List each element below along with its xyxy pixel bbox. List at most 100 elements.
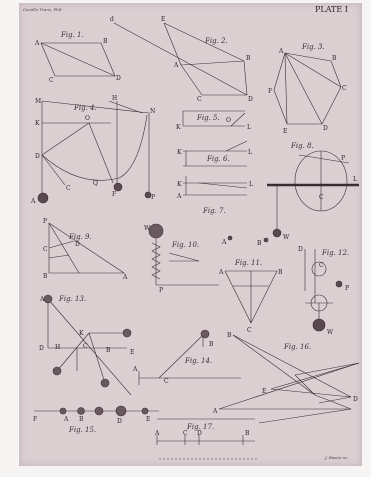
svg-text:E: E xyxy=(146,416,150,423)
svg-text:A: A xyxy=(173,62,179,69)
svg-text:B: B xyxy=(79,416,84,423)
figure-14-label: Fig. 14. xyxy=(184,357,212,365)
svg-text:P: P xyxy=(43,218,47,225)
svg-text:F: F xyxy=(268,88,272,95)
svg-text:F: F xyxy=(33,416,37,423)
svg-text:H: H xyxy=(55,344,60,351)
svg-text:C: C xyxy=(342,85,347,92)
figure-11: Fig. 11. A B C xyxy=(218,259,283,334)
svg-text:Q: Q xyxy=(93,180,98,187)
figure-13: Fig. 13. A K D H C B E xyxy=(39,294,134,396)
svg-text:F: F xyxy=(112,191,116,198)
svg-text:B: B xyxy=(43,273,48,280)
engraver-signature: J. Basire sc. xyxy=(324,455,349,460)
svg-text:B: B xyxy=(278,269,283,276)
svg-text:C: C xyxy=(319,262,324,269)
svg-text:D: D xyxy=(116,75,121,82)
figure-17-label: Fig. 17. xyxy=(186,423,214,431)
figure-15-label: Fig. 15. xyxy=(68,426,96,434)
svg-text:A: A xyxy=(34,40,40,47)
svg-text:C: C xyxy=(183,430,188,437)
figure-7: Fig. 7. K L A xyxy=(176,176,253,215)
svg-text:L: L xyxy=(249,181,253,188)
figure-4: Fig. 4. M K D H N O C Q A F P xyxy=(30,95,155,205)
svg-text:C: C xyxy=(319,194,324,201)
svg-text:A: A xyxy=(154,430,160,437)
svg-text:P: P xyxy=(159,287,163,294)
svg-text:C: C xyxy=(164,378,169,385)
svg-text:E: E xyxy=(262,388,266,395)
figure-5: Fig. 5. K O L xyxy=(176,110,251,131)
svg-text:A: A xyxy=(63,416,69,423)
svg-text:K: K xyxy=(79,330,84,337)
figure-13-label: Fig. 13. xyxy=(58,295,86,303)
svg-text:K: K xyxy=(176,124,181,131)
plate-drawing: Cavallo Trans. Phil. PLATE I Fig. 1. A B… xyxy=(23,5,360,460)
svg-text:C: C xyxy=(197,96,202,103)
figure-10: Fig. 10. W P xyxy=(144,223,219,294)
svg-text:B: B xyxy=(257,240,262,247)
svg-text:d: d xyxy=(110,16,114,23)
svg-text:B: B xyxy=(245,430,250,437)
figure-15: Fig. 15. F A B D E xyxy=(33,405,159,434)
svg-text:A: A xyxy=(30,198,36,205)
svg-text:A: A xyxy=(212,408,218,415)
svg-text:A: A xyxy=(221,239,227,246)
figure-17: Fig. 17. A C D B xyxy=(154,418,259,460)
svg-text:A: A xyxy=(132,366,138,373)
svg-text:B: B xyxy=(209,341,214,348)
svg-text:P: P xyxy=(341,155,345,162)
svg-text:D: D xyxy=(117,418,122,425)
figure-12: Fig. 12. D C P W xyxy=(298,246,349,336)
figure-10-label: Fig. 10. xyxy=(171,241,199,249)
svg-text:C: C xyxy=(83,343,88,350)
svg-text:N: N xyxy=(150,108,155,115)
svg-text:D: D xyxy=(197,430,202,437)
figure-6: Fig. 6. K L xyxy=(177,140,252,167)
svg-text:L: L xyxy=(248,149,252,156)
figure-7-label: Fig. 7. xyxy=(202,207,226,215)
svg-text:C: C xyxy=(247,327,252,334)
svg-text:D: D xyxy=(248,96,253,103)
svg-text:E: E xyxy=(161,16,165,23)
svg-text:A: A xyxy=(122,274,128,281)
figure-1-label: Fig. 1. xyxy=(60,31,84,39)
figure-14: Fig. 14. A C B xyxy=(132,329,241,385)
svg-text:C: C xyxy=(49,77,54,84)
svg-text:B: B xyxy=(246,55,251,62)
figure-2-label: Fig. 2. xyxy=(204,37,228,45)
figure-1: Fig. 1. A B C D xyxy=(34,31,121,84)
svg-text:O: O xyxy=(226,117,231,124)
svg-text:M: M xyxy=(35,98,41,105)
svg-text:D: D xyxy=(323,125,328,132)
svg-text:D: D xyxy=(75,241,80,248)
figure-9: Fig. 9. P C D B A xyxy=(43,218,128,281)
svg-text:D: D xyxy=(353,396,358,403)
figure-9-label: Fig. 9. xyxy=(68,233,92,241)
svg-text:E: E xyxy=(130,349,134,356)
svg-text:E: E xyxy=(283,128,287,135)
svg-text:H: H xyxy=(112,95,117,102)
figure-6-label: Fig. 6. xyxy=(206,155,230,163)
svg-text:D: D xyxy=(298,246,303,253)
header-note: Cavallo Trans. Phil. xyxy=(23,7,63,12)
figure-16: Fig. 16. B A E D xyxy=(212,332,360,424)
svg-text:K: K xyxy=(177,181,182,188)
svg-text:B: B xyxy=(332,55,337,62)
svg-text:A: A xyxy=(218,269,224,276)
figure-11-label: Fig. 11. xyxy=(234,259,262,267)
engraved-plate: Cavallo Trans. Phil. PLATE I Fig. 1. A B… xyxy=(19,3,362,466)
svg-text:W: W xyxy=(283,234,290,241)
svg-text:D: D xyxy=(39,345,44,352)
svg-text:W: W xyxy=(144,225,151,232)
figure-16-label: Fig. 16. xyxy=(283,343,311,351)
svg-text:A: A xyxy=(278,48,284,55)
figure-7-marks: A B xyxy=(221,235,269,247)
svg-text:C: C xyxy=(43,246,48,253)
svg-text:K: K xyxy=(35,120,40,127)
figure-3-label: Fig. 3. xyxy=(301,43,325,51)
svg-text:D: D xyxy=(35,153,40,160)
figure-5-label: Fig. 5. xyxy=(196,114,220,122)
svg-text:B: B xyxy=(103,38,108,45)
